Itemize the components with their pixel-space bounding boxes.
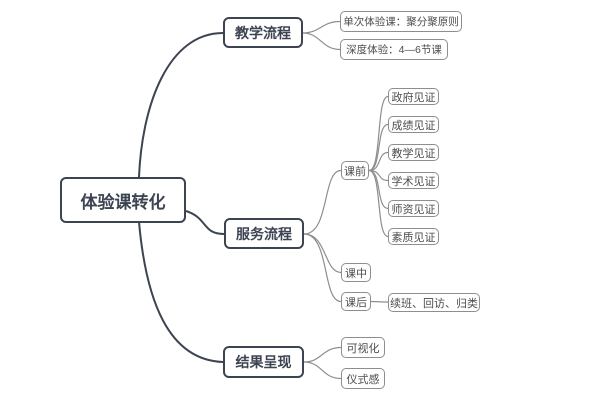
connector-pre-witness1 [368, 95, 389, 172]
node-service-process[interactable]: 服务流程 [224, 218, 304, 249]
node-result-presentation[interactable]: 结果呈现 [223, 346, 304, 378]
node-deep-experience[interactable]: 深度体验：4—6节课 [340, 39, 448, 60]
node-visualization[interactable]: 可视化 [341, 337, 385, 358]
node-quality-witness[interactable]: 素质见证 [388, 228, 439, 245]
connector-root-result [138, 221, 224, 363]
connector-service-mid [303, 233, 342, 274]
node-root[interactable]: 体验课转化 [60, 177, 186, 223]
connector-service-post [303, 233, 342, 303]
node-score-witness[interactable]: 成绩见证 [388, 116, 439, 133]
node-academic-witness[interactable]: 学术见证 [388, 172, 439, 189]
connector-root-teaching [138, 32, 224, 178]
node-faculty-witness[interactable]: 师资见证 [388, 200, 439, 217]
node-post-class[interactable]: 课后 [341, 292, 371, 311]
connector-pre-witness3 [368, 151, 389, 172]
node-single-trial-class[interactable]: 单次体验课：聚分聚原则 [340, 11, 462, 32]
connector-root-service [185, 210, 225, 235]
node-pre-class[interactable]: 课前 [341, 161, 369, 180]
node-teaching-witness[interactable]: 教学见证 [388, 144, 439, 161]
connector-pre-witness6 [368, 169, 389, 238]
node-renewal-followup[interactable]: 续班、回访、归类 [388, 293, 480, 312]
connector-result-visual [303, 346, 342, 363]
connector-pre-witness2 [368, 123, 389, 172]
connector-teaching-child2 [302, 32, 341, 51]
connector-teaching-child1 [302, 20, 341, 34]
connector-result-ritual [303, 361, 342, 380]
connector-service-pre [303, 169, 342, 235]
node-teaching-process[interactable]: 教学流程 [223, 17, 303, 48]
connector-post-renewal [370, 300, 389, 303]
node-mid-class[interactable]: 课中 [341, 263, 371, 282]
node-sense-of-ritual[interactable]: 仪式感 [341, 368, 385, 389]
node-government-witness[interactable]: 政府见证 [388, 88, 439, 105]
